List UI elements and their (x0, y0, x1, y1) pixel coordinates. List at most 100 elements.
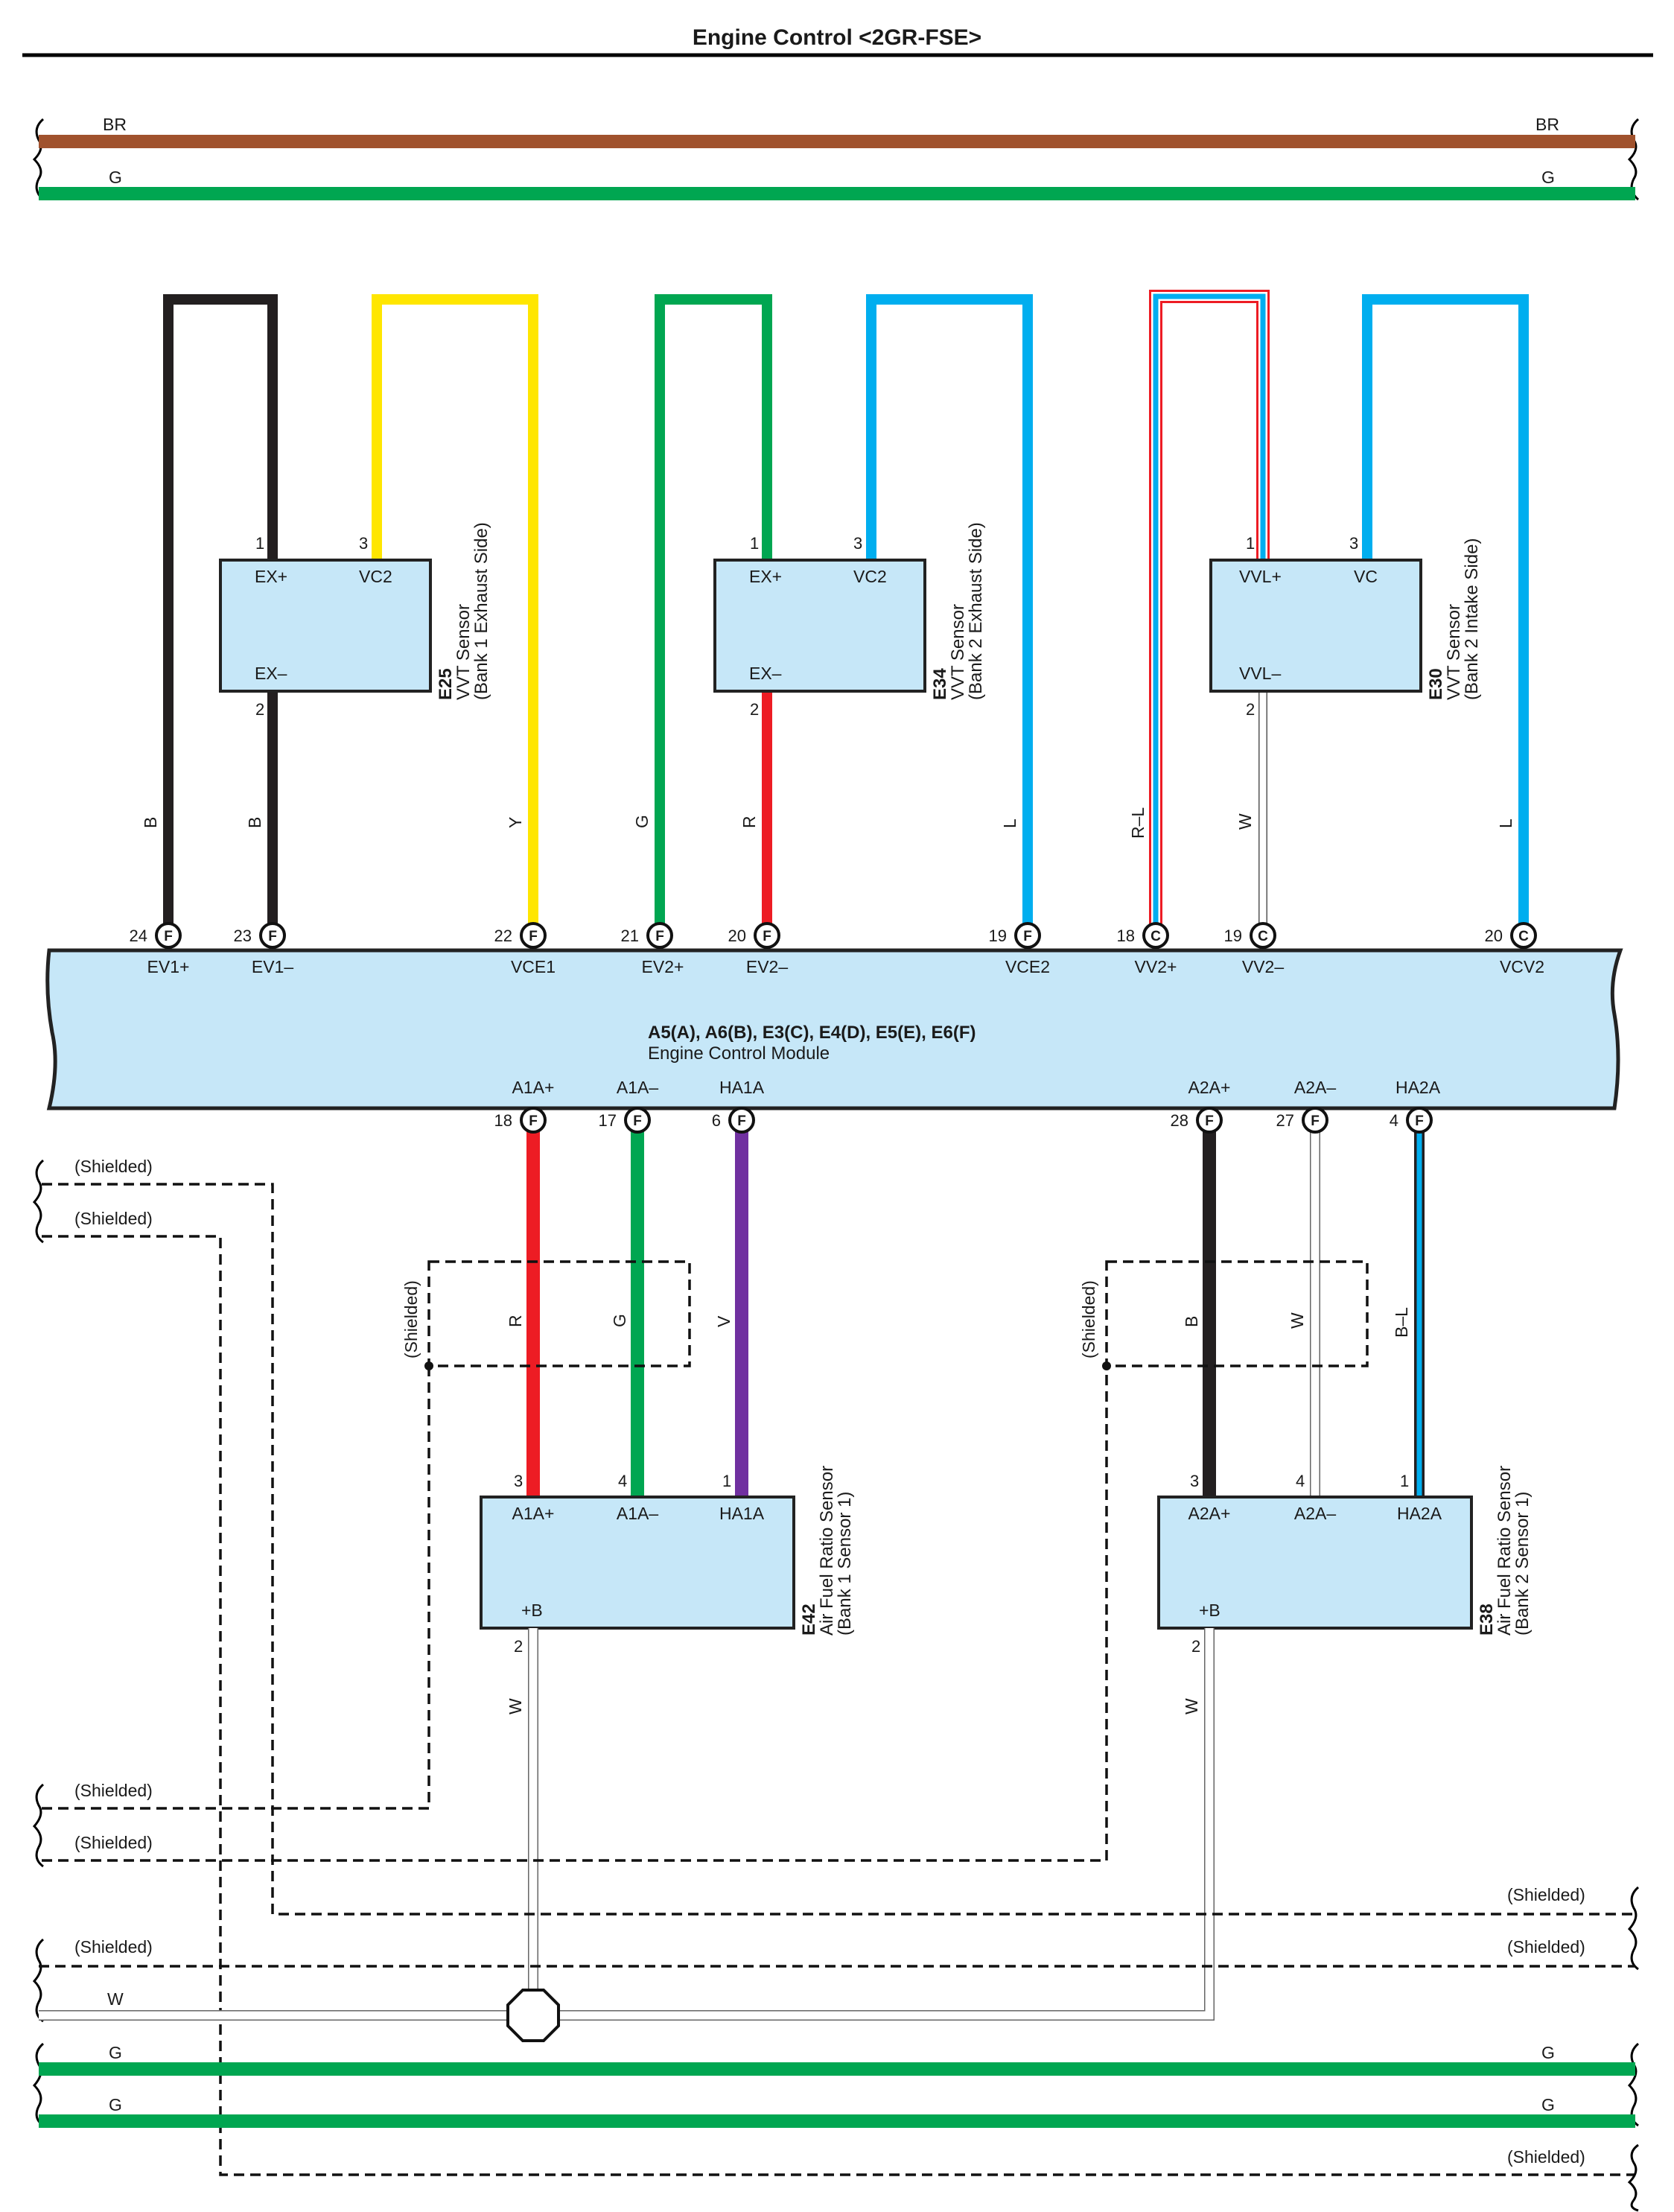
svg-text:F: F (633, 1113, 642, 1129)
bus-g-label-left: G (109, 168, 122, 187)
svg-text:24: 24 (130, 927, 147, 945)
wire-label-vv2-plus: R–L (1128, 807, 1148, 839)
svg-text:A2A+: A2A+ (1188, 1078, 1231, 1097)
wire-label-a2a-minus: W (1288, 1312, 1307, 1329)
svg-text:20: 20 (728, 927, 746, 945)
left-shields: (Shielded) (Shielded) (Shielded) (Shield… (32, 1157, 1635, 2176)
svg-text:A1A+: A1A+ (512, 1078, 555, 1097)
shield-line-1 (42, 1183, 1635, 1916)
page-title: Engine Control <2GR-FSE> (693, 25, 981, 50)
ecm-pin-a2a-plus: F 28 A2A+ (1171, 1078, 1231, 1134)
wire-vv2-plus-tracer (1153, 293, 1266, 934)
e42-pin4-label: A1A– (617, 1504, 658, 1523)
splice-octagon (506, 1989, 560, 2042)
ecm-name: Engine Control Module (648, 1043, 830, 1064)
e42-detail: (Bank 1 Sensor 1) (835, 1492, 855, 1636)
left-shield-label-4: (Shielded) (74, 1833, 153, 1852)
wire-ev2-plus (655, 294, 772, 934)
plus-b-wires: W W (506, 1628, 1215, 2021)
svg-text:C: C (1258, 929, 1268, 944)
sensor-e34-box (713, 559, 926, 693)
sensor-e42-box (480, 1496, 795, 1630)
bottom-buses: (Shielded) (Shielded) (Shielded) W G G G… (32, 1885, 1640, 2212)
ecm-pin-ev2-minus: F 20 EV2– (728, 922, 788, 976)
wire-label-vce1: Y (506, 817, 525, 828)
wire-label-vcv2: L (1496, 819, 1515, 828)
ecm-pin-vv2-plus: C 18 VV2+ (1117, 922, 1177, 976)
e25-pin1-num: 1 (255, 534, 264, 553)
shield-line-4 (42, 1366, 1108, 1862)
svg-text:F: F (529, 1113, 538, 1129)
svg-text:F: F (737, 1113, 746, 1129)
svg-text:F: F (1311, 1113, 1320, 1129)
svg-text:EV1–: EV1– (252, 957, 293, 976)
left-shield-label-3: (Shielded) (74, 1781, 153, 1800)
ecm-pin-ha1a: F 6 HA1A (712, 1078, 765, 1134)
wire-label-ev2-minus: R (739, 816, 759, 828)
ecm-pin-ev1-plus: F 24 EV1+ (130, 922, 189, 976)
shield-box-e42 (427, 1260, 691, 1367)
svg-text:VCE2: VCE2 (1005, 957, 1050, 976)
e25-pin3-label: VC2 (359, 567, 392, 586)
e34-pin1-num: 1 (750, 534, 759, 553)
ecm-pin-ha2a: F 4 HA2A (1390, 1078, 1441, 1134)
wire-label-a1a-plus: R (506, 1315, 525, 1327)
e42-pin1-label: HA1A (719, 1504, 765, 1523)
ecm-pin-vv2-minus: C 19 VV2– (1224, 922, 1284, 976)
wire-vce1 (372, 294, 538, 934)
svg-text:19: 19 (1224, 927, 1242, 945)
wire-label-ha2a: B–L (1392, 1307, 1411, 1338)
ecm-pin-a2a-minus: F 27 A2A– (1276, 1078, 1336, 1134)
e42-pin2-label: +B (521, 1601, 543, 1620)
ecm-body (45, 948, 1623, 1110)
ecm-pin-vce2: F 19 VCE2 (989, 922, 1050, 976)
wire-label-ev2-plus: G (632, 815, 652, 828)
e38-code: E38 (1477, 1604, 1497, 1636)
ecm-pin-vce1: F 22 VCE1 (494, 922, 556, 976)
wire-label-a2a-plus: B (1182, 1316, 1201, 1327)
svg-text:C: C (1518, 929, 1529, 944)
svg-text:VCE1: VCE1 (511, 957, 556, 976)
e42-pin4-num: 4 (618, 1472, 627, 1490)
e38-pin2-num: 2 (1191, 1637, 1200, 1656)
svg-text:28: 28 (1171, 1111, 1188, 1130)
break-mark-left-shield-top (32, 1159, 45, 1244)
e25-pin2-label: EX– (255, 664, 287, 683)
svg-text:18: 18 (494, 1111, 512, 1130)
e34-code: E34 (930, 668, 950, 700)
break-mark-right (1627, 118, 1640, 201)
break-mark-left-bottom-1 (32, 1938, 45, 2023)
e34-pin2-num: 2 (750, 700, 759, 719)
svg-text:27: 27 (1276, 1111, 1294, 1130)
svg-text:21: 21 (621, 927, 639, 945)
shield-label-e42: (Shielded) (401, 1280, 421, 1358)
svg-text:22: 22 (494, 927, 512, 945)
e34-detail: (Bank 2 Exhaust Side) (966, 522, 986, 700)
svg-text:23: 23 (234, 927, 252, 945)
svg-text:HA1A: HA1A (719, 1078, 765, 1097)
ecm-bottom-pins: F 18 A1A+ F 17 A1A– F 6 HA1A F 28 A2A+ F… (494, 1078, 1441, 1134)
break-mark-right-bottom-2 (1627, 2042, 1640, 2127)
e34-name: VVT Sensor (948, 604, 968, 700)
e25-code: E25 (436, 668, 456, 700)
ecm-connectors: A5(A), A6(B), E3(C), E4(D), E5(E), E6(F) (648, 1023, 976, 1043)
sensor-e42: 3 4 1 A1A+ A1A– HA1A +B 2 E42 Air Fuel R… (480, 1466, 855, 1656)
e34-pin1-label: EX+ (749, 567, 782, 586)
svg-text:17: 17 (599, 1111, 617, 1130)
bus-g-2-label-right: G (1541, 2095, 1555, 2114)
ecm-pin-a1a-minus: F 17 A1A– (599, 1078, 658, 1134)
wire-ev1-plus (163, 294, 278, 934)
svg-text:F: F (763, 929, 771, 944)
svg-text:18: 18 (1117, 927, 1135, 945)
splice-point (506, 1989, 560, 2042)
break-mark-right-bottom-3 (1627, 2143, 1639, 2212)
svg-text:20: 20 (1485, 927, 1503, 945)
top-buses: BR BR G G (32, 115, 1640, 201)
e42-pin3-label: A1A+ (512, 1504, 555, 1523)
e42-name: Air Fuel Ratio Sensor (817, 1466, 837, 1636)
e38-pin4-num: 4 (1296, 1472, 1305, 1490)
bus-g-1-label-right: G (1541, 2043, 1555, 2062)
wire-e38-plusb-outline (533, 1628, 1215, 2021)
wire-e38-plusb (533, 1628, 1214, 2020)
bus-g-1-label-left: G (109, 2043, 122, 2062)
